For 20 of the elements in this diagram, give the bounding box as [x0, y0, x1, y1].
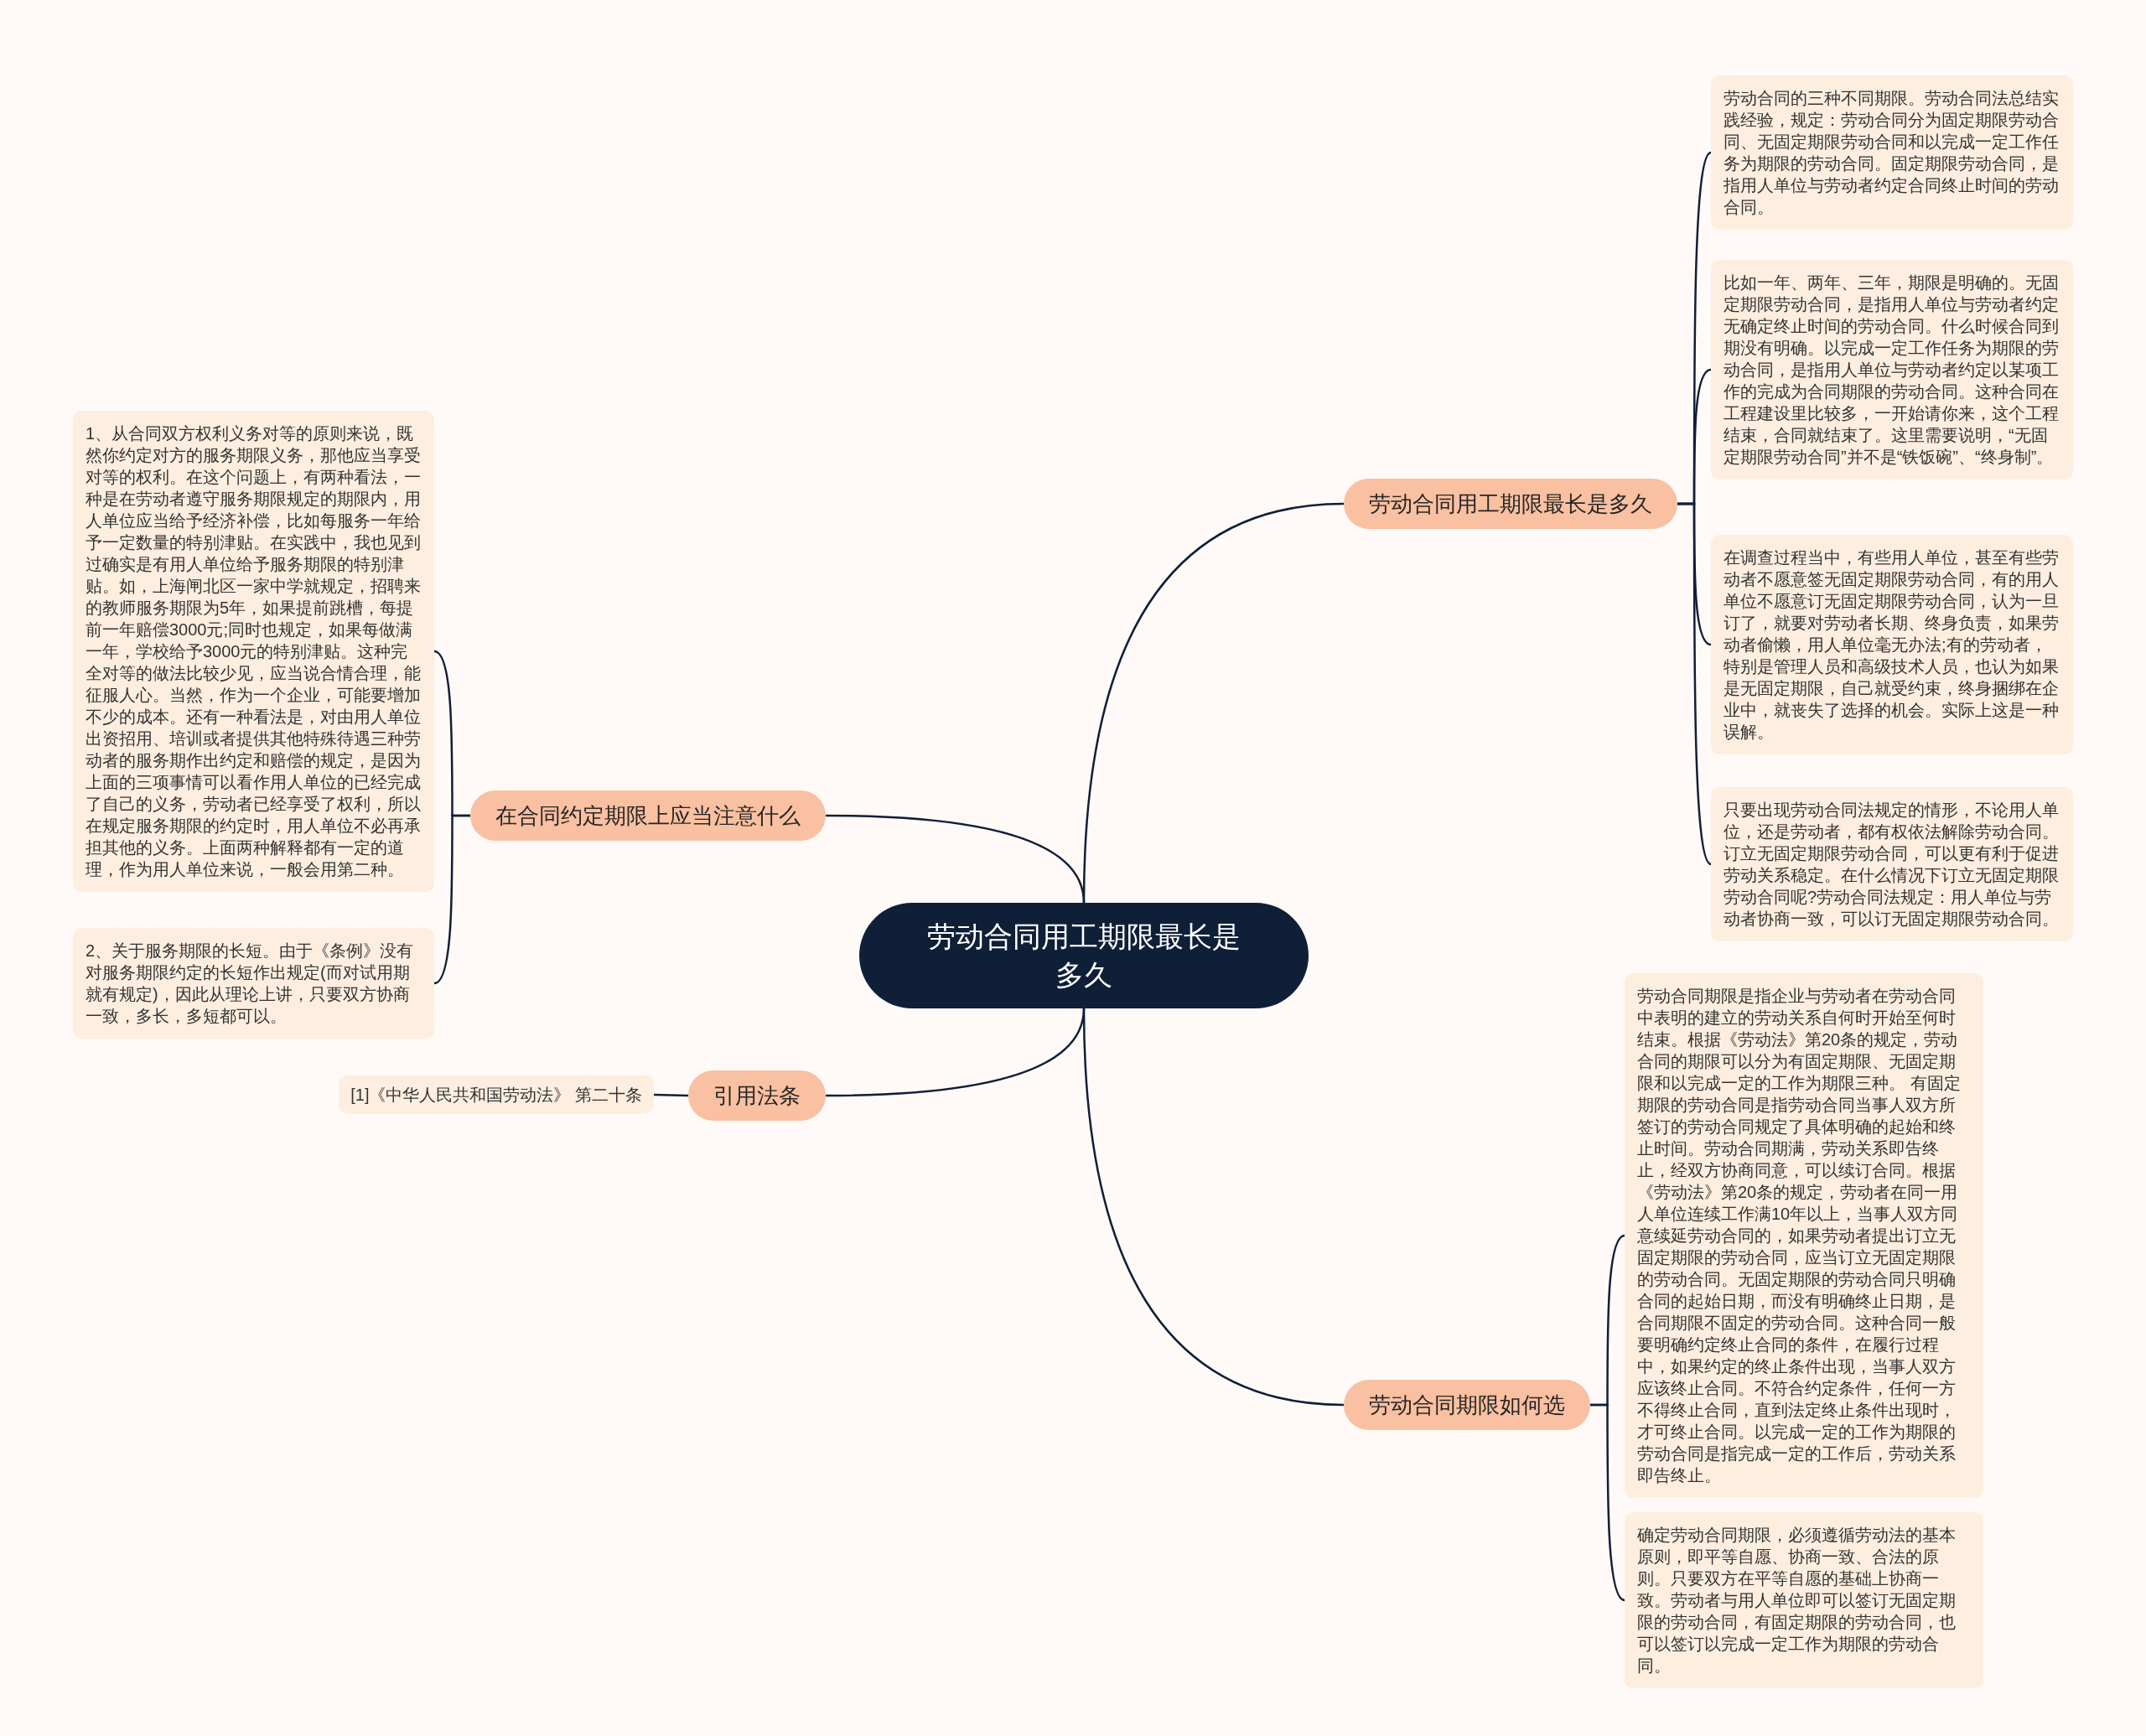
connector-line	[1677, 502, 1712, 865]
citation-card: [1]《中华人民共和国劳动法》 第二十条	[339, 1075, 654, 1114]
note-card: 1、从合同双方权利义务对等的原则来说，既然你约定对方的服务期限义务，那他应当享受对等的权利。在这个问题上，有两种看法，一种是在劳动者遵守服务期限规定的期限内，用人单位应当给予经济补偿，比如每服务一年给予一定数量的特别津贴。在实践中，我也见到过确实是有用人单位给予服务期限的特别津贴。如，上海闸北区一家中学就规定，招聘来的教师服务期限为5年，如果提前跳槽，每提前一年赔偿3000元;同时也规定，如果每做满一年，学校给予3000元的特别津贴。这种完全对等的做法比较少见，应当说合情合理，能征服人心。当然，作为一个企业，可能要增加不少的成本。还有一种看法是，对由用人单位出资招用、培训或者提供其他特殊待遇三种劳动者的服务期作出约定和赔偿的规定，是因为上面的三项事情可以看作用人单位的已经完成了自己的义务，劳动者已经享受了权利，所以在规定服务期限的约定时，用人单位不必再承担其他的义务。上面两种解释都有一定的道理，作为用人单位来说，一般会用第二种。	[73, 411, 434, 892]
topic-node: 劳动合同期限如何选	[1344, 1380, 1590, 1430]
connector-line	[1590, 1403, 1625, 1602]
connector-line	[826, 814, 1086, 904]
note-card: 比如一年、两年、三年，期限是明确的。无固定期限劳动合同，是指用人单位与劳动者约定无确定终止时间的劳动合同。什么时候合同到期没有明确。以完成一定工作任务为期限的劳动合同，是指用人单位与劳动者约定以某项工作的完成为合同期限的劳动合同。这种合同在工程建设里比较多，一开始请你来，这个工程结束，合同就结束了。这里需要说明，“无固定期限劳动合同”并不是“铁饭碗”、“终身制”。	[1711, 260, 2073, 479]
topic-node: 引用法条	[688, 1070, 826, 1121]
connector-line	[653, 1093, 689, 1097]
note-card: 只要出现劳动合同法规定的情形，不论用人单位，还是劳动者，都有权依法解除劳动合同。订立无固定期限劳动合同，可以更有利于促进劳动关系稳定。在什么情况下订立无固定期限劳动合同呢?劳动合同法规定：用人单位与劳动者协商一致，可以订无固定期限劳动合同。	[1711, 787, 2073, 941]
note-card: 确定劳动合同期限，必须遵循劳动法的基本原则，即平等自愿、协商一致、合法的原则。只要双方在平等自愿的基础上协商一致。劳动者与用人单位即可以签订无固定期限的劳动合同，有固定期限的劳动合同，也可以签订以完成一定工作为期限的劳动合同。	[1625, 1512, 1983, 1688]
topic-node: 劳动合同用工期限最长是多久	[1344, 479, 1677, 529]
note-card: 劳动合同期限是指企业与劳动者在劳动合同中表明的建立的劳动关系自何时开始至何时结束。根据《劳动法》第20条的规定，劳动合同的期限可以分为有固定期限、无固定期限和以完成一定的工作为期限三种。 有固定期限的劳动合同是指劳动合同当事人双方所签订的劳动合同规定了具体明确的起始和终止时间。劳动合同期满，劳动关系即告终止，经双方协商同意，可以续订合同。根据《劳动法》第20条的规定，劳动者在同一用人单位连续工作满10年以上，当事人双方同意续延劳动合同的，如果劳动者提出订立无固定期限的劳动合同，应当订立无固定期限的劳动合同。无固定期限的劳动合同只明确合同的起始日期，而没有明确终止日期，是合同期限不固定的劳动合同。这种合同一般要明确约定终止合同的条件，在履行过程中，如果约定的终止条件出现，当事人双方应该终止合同。不符合约定条件，任何一方不得终止合同，直到法定终止条件出现时，才可终止合同。以完成一定的工作为期限的劳动合同是指完成一定的工作后，劳动关系即告终止。	[1625, 973, 1983, 1498]
note-card: 在调查过程当中，有些用人单位，甚至有些劳动者不愿意签无固定期限劳动合同，有的用人单位不愿意订无固定期限劳动合同，认为一旦订了，就要对劳动者长期、终身负责，如果劳动者偷懒，用人单位毫无办法;有的劳动者，特别是管理人员和高级技术人员，也认为如果是无固定期限，自己就受约束，终身捆绑在企业中，就丧失了选择的机会。实际上这是一种误解。	[1711, 535, 2073, 754]
topic-node: 在合同约定期限上应当注意什么	[470, 790, 826, 841]
central-topic-node: 劳动合同用工期限最长是多久	[859, 903, 1309, 1008]
connector-line	[1082, 1008, 1345, 1407]
note-card: 2、关于服务期限的长短。由于《条例》没有对服务期限约定的长短作出规定(而对试用期就有规定)，因此从理论上讲，只要双方协商一致，多长，多短都可以。	[73, 928, 434, 1039]
note-card: 劳动合同的三种不同期限。劳动合同法总结实践经验，规定：劳动合同分为固定期限劳动合同、无固定期限劳动合同和以完成一定工作任务为期限的劳动合同。固定期限劳动合同，是指用人单位与劳动者约定合同终止时间的劳动合同。	[1711, 75, 2073, 230]
connector-line	[433, 814, 470, 985]
